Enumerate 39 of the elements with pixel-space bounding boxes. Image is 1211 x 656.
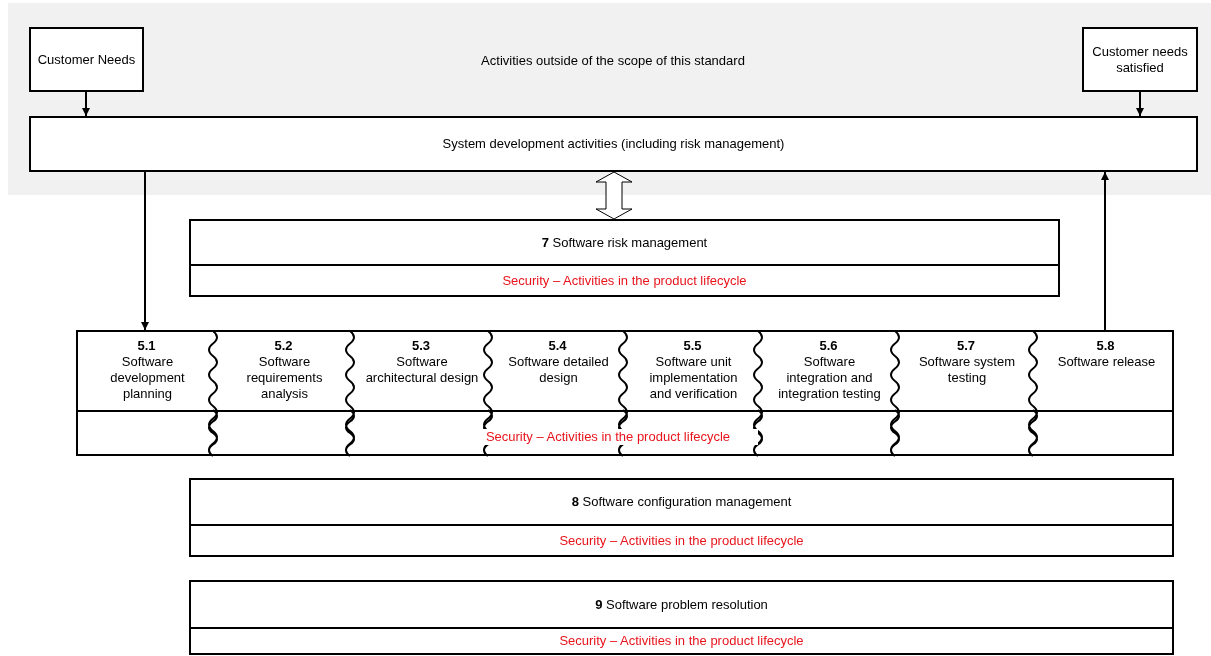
scope-label: Activities outside of the scope of this standard — [480, 53, 746, 69]
box-title: 7 Software risk management — [540, 234, 709, 251]
arrow — [141, 171, 149, 331]
security-label: Security – Activities in the product lifecycle — [558, 633, 805, 649]
security-label: Security – Activities in the product lifecycle — [558, 532, 805, 549]
step-label: Software detailed design — [507, 354, 610, 386]
process-box — [189, 478, 1174, 557]
step-label: Software development planning — [109, 354, 186, 402]
arrow — [1101, 171, 1109, 331]
step-label: Software unit implementation and verification — [648, 354, 739, 402]
step-number: 5.1 — [136, 338, 157, 354]
step-number: 5.4 — [547, 338, 568, 354]
step-number: 5.3 — [410, 338, 432, 354]
box-label: System development activities (including risk management) — [441, 136, 786, 152]
step-label: Software architectural design — [364, 354, 480, 386]
box-label: Customer needs satisfied — [1091, 43, 1189, 76]
step-number: 5.8 — [1095, 338, 1116, 354]
security-label: Security – Activities in the product lifecycle — [501, 272, 748, 289]
step-label: Software release — [1056, 354, 1157, 370]
double-block-arrow — [595, 171, 633, 220]
box-title: 9 Software problem resolution — [594, 596, 769, 613]
process-box — [189, 580, 1174, 655]
step-number: 5.6 — [818, 338, 839, 354]
process-box — [29, 116, 1198, 172]
process-row — [76, 330, 1174, 456]
step-number: 5.5 — [682, 338, 703, 354]
step-label: Software system testing — [917, 354, 1017, 386]
step-label: Software integration and integration testing — [777, 354, 882, 402]
arrow — [1136, 91, 1144, 117]
step-number: 5.2 — [273, 338, 294, 354]
scope-band — [8, 3, 1211, 195]
step-number: 5.7 — [955, 338, 977, 354]
arrow — [82, 91, 90, 117]
process-box — [29, 27, 144, 92]
box-title: 8 Software configuration management — [570, 494, 793, 510]
process-box — [1082, 27, 1198, 92]
step-label: Software requirements analysis — [245, 354, 324, 402]
box-label: Customer Needs — [36, 51, 137, 68]
process-box — [189, 219, 1060, 297]
